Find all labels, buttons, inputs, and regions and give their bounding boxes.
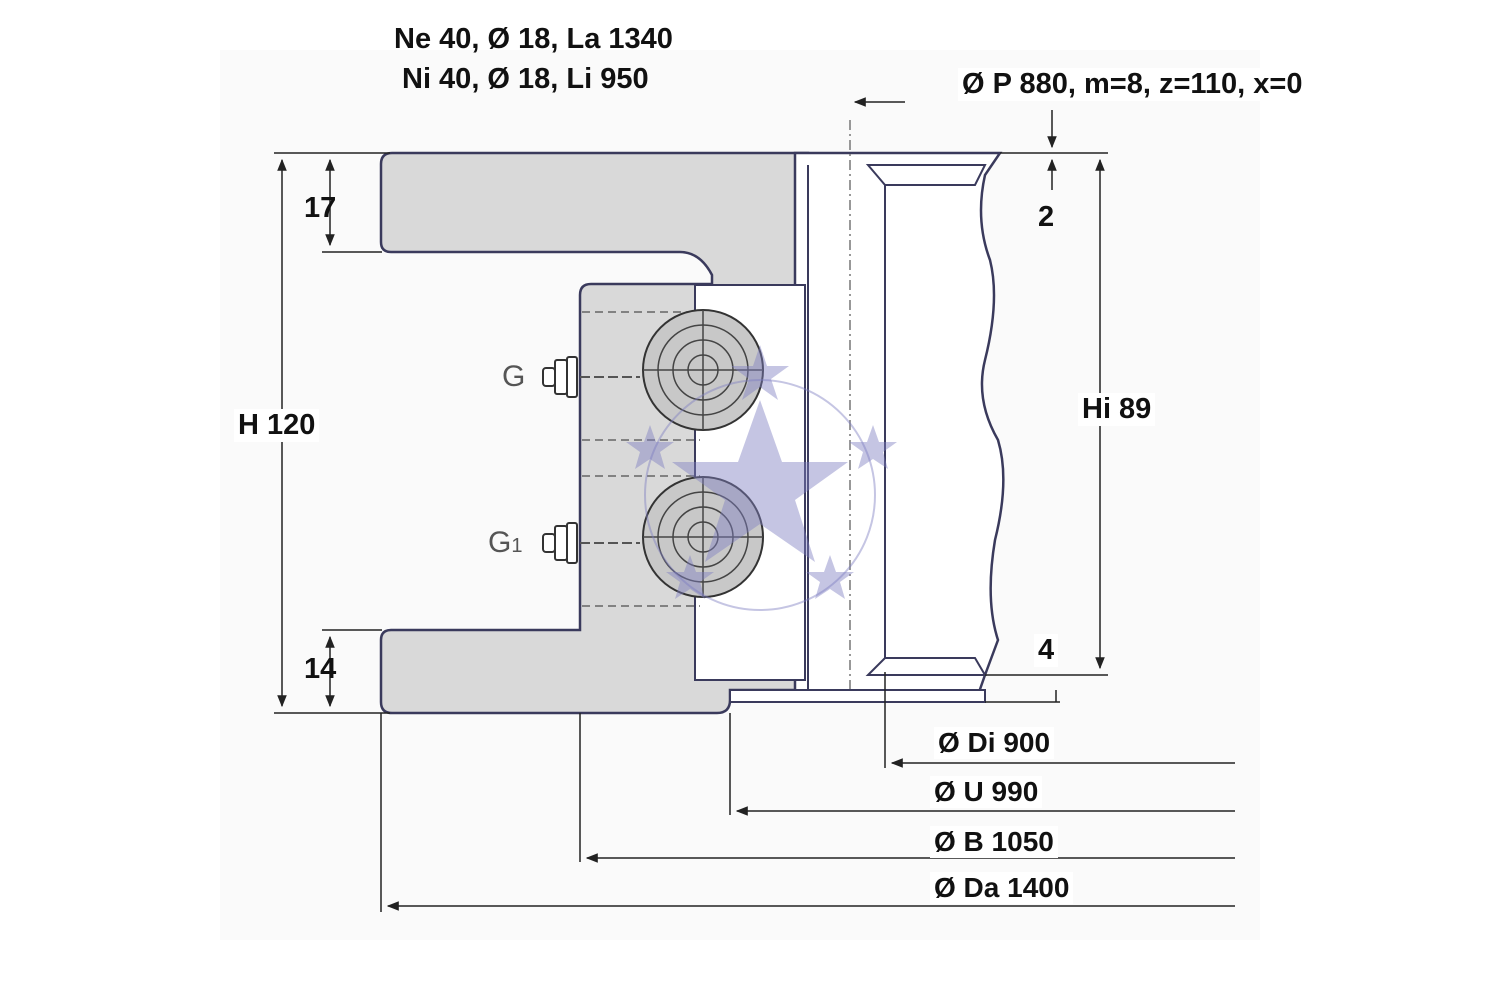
diameter-di-label: Ø Di 900	[934, 727, 1055, 759]
gear-tooth-profile	[865, 164, 987, 186]
top-offset-dimension: 2	[1038, 201, 1055, 233]
gear-spec-label: Ø P 880, m=8, z=110, x=0	[958, 68, 1307, 101]
grease-nipple-g	[542, 356, 640, 398]
top-flange-dimension: 17	[304, 192, 337, 224]
diameter-da-label: Ø Da 1400	[930, 872, 1074, 904]
height-dimension: H 120	[234, 409, 320, 442]
inner-ring-section	[793, 151, 1005, 697]
lubrication-point-g: G	[502, 360, 526, 393]
inner-height-dimension: Hi 89	[1078, 393, 1156, 426]
bottom-flange-dimension: 14	[304, 653, 337, 685]
bolt-hole-lines	[582, 311, 700, 607]
bottom-offset-dimension: 4	[1034, 634, 1059, 667]
diameter-b-label: Ø B 1050	[930, 826, 1058, 858]
inner-ring-lip	[729, 689, 986, 703]
watermark-logo	[626, 345, 897, 611]
lower-roller	[642, 476, 764, 598]
inner-bolt-holes-label: Ni 40, Ø 18, Li 950	[402, 63, 649, 95]
outer-bolt-holes-label: Ne 40, Ø 18, La 1340	[394, 23, 673, 55]
lubrication-point-g1: G1	[488, 526, 523, 559]
diameter-u-label: Ø U 990	[930, 776, 1043, 808]
gear-tooth-profile	[865, 657, 987, 676]
dimension-lines	[274, 97, 1235, 912]
upper-roller	[642, 309, 764, 431]
grease-nipple-g1	[542, 522, 640, 564]
